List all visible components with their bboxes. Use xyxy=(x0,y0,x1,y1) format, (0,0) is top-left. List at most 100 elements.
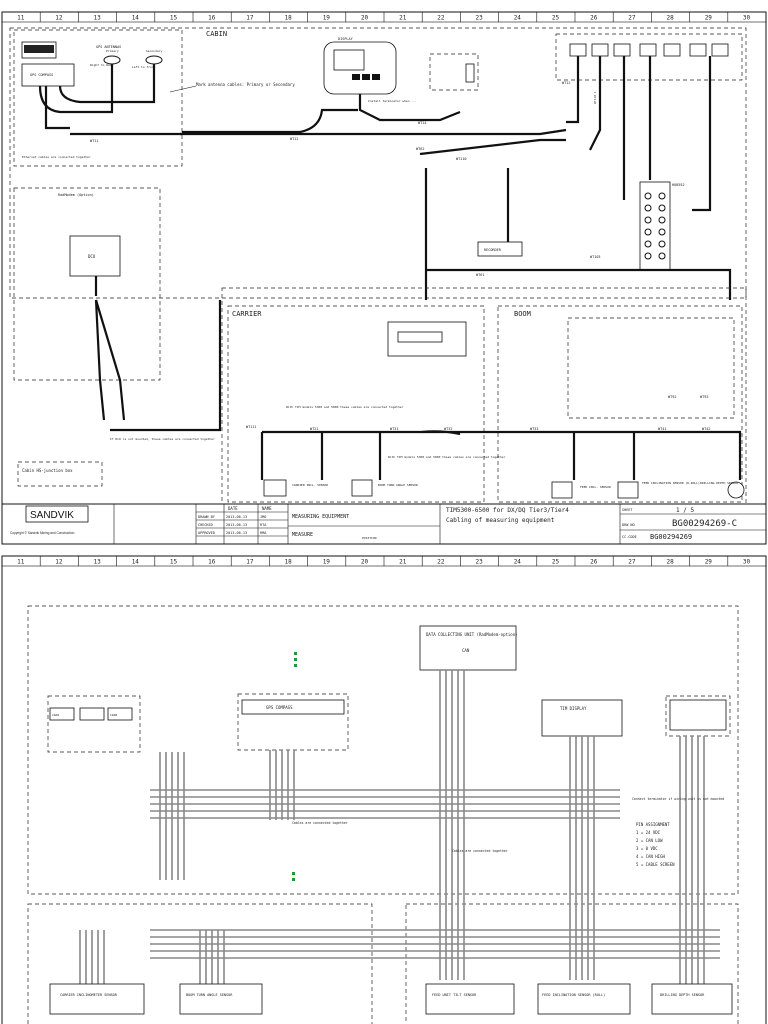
data-collecting-unit xyxy=(419,625,517,671)
column-number: 16 xyxy=(208,559,216,566)
svg-text:APPROVED: APPROVED xyxy=(198,531,215,535)
terminal-green-2 xyxy=(294,658,297,661)
svg-text:CAN: CAN xyxy=(462,648,470,653)
hub-port-icon xyxy=(658,228,666,236)
svg-text:5 = CABLE SCREEN: 5 = CABLE SCREEN xyxy=(636,862,675,867)
connector-icon xyxy=(613,43,631,57)
column-number: 25 xyxy=(552,15,560,22)
terminal-green-1 xyxy=(294,652,297,655)
svg-text:CHECKED: CHECKED xyxy=(198,523,213,527)
svg-text:SHEET: SHEET xyxy=(622,508,633,512)
column-number: 23 xyxy=(476,559,484,566)
svg-text:Secondary: Secondary xyxy=(146,49,162,53)
svg-text:1 / 5: 1 / 5 xyxy=(676,507,694,514)
column-number: 19 xyxy=(323,559,331,566)
pin-assignment: PIN ASSIGNMENT 1 = 24 VDC 2 = CAN LOW 3 … xyxy=(636,822,675,867)
feed-inclination-roll xyxy=(537,983,631,1015)
svg-text:RadModem (Option): RadModem (Option) xyxy=(58,193,94,197)
column-number: 29 xyxy=(705,559,713,566)
hub-port-icon xyxy=(658,204,666,212)
column-number: 12 xyxy=(55,559,63,566)
svg-text:MEASURING EQUIPMENT: MEASURING EQUIPMENT xyxy=(292,514,349,520)
svg-text:Left to front: Left to front xyxy=(132,65,156,69)
connector-icon xyxy=(663,43,681,57)
hub-port-icon xyxy=(658,216,666,224)
svg-text:WT21: WT21 xyxy=(310,427,318,431)
column-number: 11 xyxy=(17,15,25,22)
connector-icon xyxy=(639,43,657,57)
cabin-wiring-area xyxy=(27,605,739,895)
svg-text:CAN2: CAN2 xyxy=(110,713,117,717)
column-number: 25 xyxy=(552,559,560,566)
feed-inclination-sensor xyxy=(617,481,639,499)
hub-box xyxy=(639,181,671,271)
column-number: 11 xyxy=(17,559,25,566)
svg-text:DATA COLLECTING UNIT (RadModem: DATA COLLECTING UNIT (RadModem-option) xyxy=(426,632,518,637)
column-number: 17 xyxy=(246,15,254,22)
carrier-sensor xyxy=(263,479,287,497)
svg-text:If DCU is not mounted, these c: If DCU is not mounted, these cables are … xyxy=(110,437,215,441)
hub-port-icon xyxy=(658,192,666,200)
column-number: 13 xyxy=(94,559,102,566)
svg-text:WT92: WT92 xyxy=(668,395,676,399)
svg-text:HUB552: HUB552 xyxy=(672,183,685,187)
column-number: 23 xyxy=(476,15,484,22)
title-block: SANDVIK Copyright © Sandvik Mining and C… xyxy=(1,503,767,545)
svg-text:DRILLING DEPTH SENSOR: DRILLING DEPTH SENSOR xyxy=(700,481,738,485)
svg-text:DATE: DATE xyxy=(228,506,238,511)
svg-text:2013-06-13: 2013-06-13 xyxy=(226,523,247,527)
boom-area xyxy=(497,305,743,503)
svg-text:Right to Rear: Right to Rear xyxy=(90,63,114,67)
svg-text:2 = CAN LOW: 2 = CAN LOW xyxy=(636,838,663,843)
svg-text:3 = 0 VDC: 3 = 0 VDC xyxy=(636,846,658,851)
column-number: 27 xyxy=(628,15,636,22)
svg-text:Cabin HS-junction box: Cabin HS-junction box xyxy=(22,468,73,473)
svg-text:Mark antenna cables: Primary o: Mark antenna cables: Primary or Secondar… xyxy=(196,82,295,87)
svg-text:BG00294269: BG00294269 xyxy=(650,533,692,541)
column-number: 14 xyxy=(132,559,140,566)
carrier-inclinometer xyxy=(49,983,145,1015)
svg-text:CARRIER INCL. SENSOR: CARRIER INCL. SENSOR xyxy=(292,483,328,487)
svg-text:BOOM TURN ANGLE SENSOR: BOOM TURN ANGLE SENSOR xyxy=(378,483,418,487)
svg-text:With TIM models 5300 and 5800: With TIM models 5300 and 5800 these cabl… xyxy=(388,455,506,459)
column-number: 29 xyxy=(705,15,713,22)
svg-text:WT93: WT93 xyxy=(700,395,708,399)
svg-text:DRW NO: DRW NO xyxy=(622,523,635,527)
column-number: 18 xyxy=(285,559,293,566)
svg-text:DRAWN BY: DRAWN BY xyxy=(198,515,216,519)
svg-text:CARRIER INCLINOMETER SENSOR: CARRIER INCLINOMETER SENSOR xyxy=(60,993,118,997)
svg-text:TIM5300-6500 for DX/DQ Tier3/T: TIM5300-6500 for DX/DQ Tier3/Tier4 xyxy=(446,507,569,514)
column-number: 30 xyxy=(743,15,751,22)
svg-text:WT42: WT42 xyxy=(702,427,710,431)
svg-text:TIM DISPLAY: TIM DISPLAY xyxy=(560,706,587,711)
svg-text:1 = 24 VDC: 1 = 24 VDC xyxy=(636,830,661,835)
svg-text:WT103: WT103 xyxy=(590,255,601,259)
hub-port-icon xyxy=(658,252,666,260)
svg-text:Cables are connected together: Cables are connected together xyxy=(292,821,348,825)
column-number: 22 xyxy=(437,559,445,566)
svg-text:WT111: WT111 xyxy=(246,425,257,429)
svg-text:WT62: WT62 xyxy=(416,147,424,151)
svg-text:Primary: Primary xyxy=(106,49,119,53)
recorder-box xyxy=(477,241,523,257)
column-number: 28 xyxy=(667,559,675,566)
svg-text:GPS COMPASS: GPS COMPASS xyxy=(30,73,53,77)
svg-text:RECORDER: RECORDER xyxy=(484,248,502,252)
cabin-label: CABIN xyxy=(206,30,227,38)
radiomodem-area xyxy=(13,187,161,381)
cabin-area xyxy=(9,27,747,299)
svg-text:Cables are connected together: Cables are connected together xyxy=(452,849,508,853)
svg-text:4 = CAN HIGH: 4 = CAN HIGH xyxy=(636,854,665,859)
svg-text:WT31: WT31 xyxy=(390,427,398,431)
boom-turn-sensor xyxy=(351,479,373,497)
svg-text:WT11: WT11 xyxy=(90,139,98,143)
connector-icon xyxy=(689,43,707,57)
column-number: 16 xyxy=(208,15,216,22)
boom-label: BOOM xyxy=(514,310,531,318)
svg-text:FEED INCLINATION SENSOR (R-ROL: FEED INCLINATION SENSOR (R-ROLL) xyxy=(642,481,700,485)
gps-compass-body xyxy=(21,63,75,87)
junction-left xyxy=(47,695,141,753)
